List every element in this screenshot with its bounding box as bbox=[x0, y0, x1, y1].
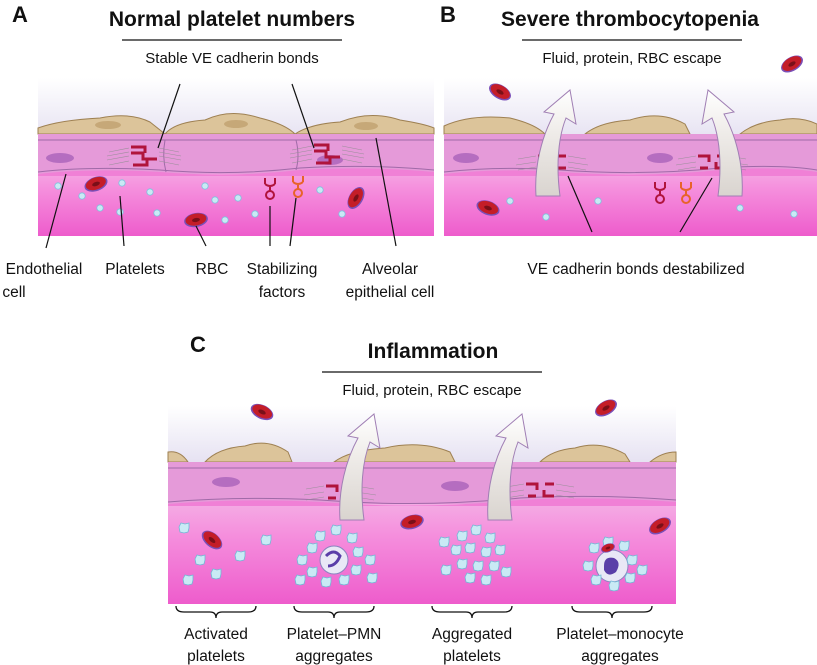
label-endothelial-cell: Endothelial bbox=[6, 261, 83, 278]
label-aggregated-platelets: Aggregated bbox=[432, 626, 512, 643]
panel-a: A Normal platelet numbers Stable VE cadh… bbox=[2, 2, 435, 301]
label-platelet-monocyte-aggregates: Platelet–monocyte bbox=[556, 626, 684, 643]
label-stabilizing-factors: Stabilizing bbox=[247, 261, 318, 278]
panel-c-tissue bbox=[167, 395, 677, 604]
panel-b-letter: B bbox=[440, 2, 456, 27]
label-alveolar-epithelial-cell: Alveolar bbox=[362, 261, 418, 278]
panel-a-tissue bbox=[37, 78, 435, 236]
panel-a-labels: Endothelial cell Platelets RBC Stabilizi… bbox=[2, 261, 434, 301]
label-endothelial-cell-2: cell bbox=[2, 284, 25, 301]
panel-b-tissue bbox=[443, 51, 817, 236]
panel-b: B Severe thrombocytopenia Fluid, protein… bbox=[440, 2, 817, 278]
label-aggregated-platelets-2: platelets bbox=[443, 648, 501, 665]
panel-b-title: Severe thrombocytopenia bbox=[501, 8, 759, 31]
label-ve-cadherin-destabilized: VE cadherin bonds destabilized bbox=[527, 261, 744, 278]
label-platelet-pmn-aggregates-2: aggregates bbox=[295, 648, 373, 665]
label-platelet-monocyte-aggregates-2: aggregates bbox=[581, 648, 659, 665]
panel-c-labels: Activated platelets Platelet–PMN aggrega… bbox=[184, 626, 684, 665]
panel-c-letter: C bbox=[190, 332, 206, 357]
label-activated-platelets-2: platelets bbox=[187, 648, 245, 665]
label-platelet-pmn-aggregates: Platelet–PMN bbox=[287, 626, 382, 643]
label-alveolar-epithelial-cell-2: epithelial cell bbox=[346, 284, 435, 301]
label-activated-platelets: Activated bbox=[184, 626, 248, 643]
panel-c: C Inflammation Fluid, protein, RBC escap… bbox=[167, 332, 684, 665]
panel-a-subtitle: Stable VE cadherin bonds bbox=[145, 50, 318, 67]
label-stabilizing-factors-2: factors bbox=[259, 284, 306, 301]
panel-a-title: Normal platelet numbers bbox=[109, 8, 355, 31]
panel-c-subtitle: Fluid, protein, RBC escape bbox=[342, 382, 521, 399]
label-platelets: Platelets bbox=[105, 261, 165, 278]
panel-a-letter: A bbox=[12, 2, 28, 27]
panel-c-title: Inflammation bbox=[368, 340, 499, 363]
panel-b-subtitle: Fluid, protein, RBC escape bbox=[542, 50, 721, 67]
label-rbc: RBC bbox=[196, 261, 229, 278]
